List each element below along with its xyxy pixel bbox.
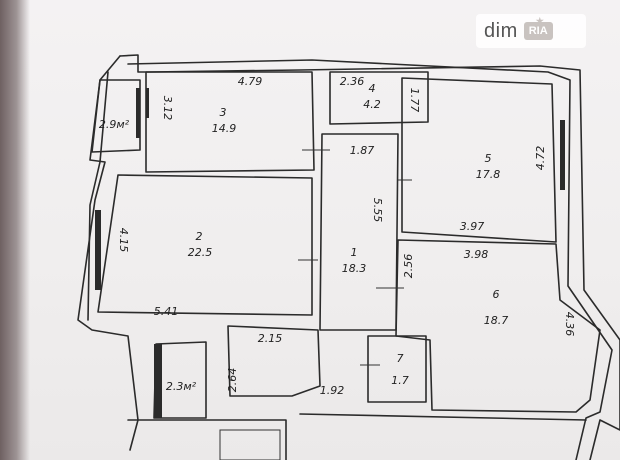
dim-2-56: 2.56 [402, 254, 415, 279]
room-1-area: 18.3 [342, 262, 367, 275]
dim-4-72: 4.72 [534, 146, 547, 171]
room-3-wall [145, 71, 315, 173]
dim-5-41: 5.41 [154, 305, 179, 318]
dim-3-12: 3.12 [161, 96, 174, 121]
room-6-number: 6 [493, 288, 500, 301]
dim-3-98: 3.98 [464, 248, 489, 261]
watermark-badge-text: RIA [528, 25, 548, 37]
outer-wall-left-inner [87, 71, 109, 321]
dimria-watermark: dim ★ RIA [476, 14, 586, 48]
dim-2-36: 2.36 [340, 75, 365, 88]
dim-1-77: 1.77 [408, 88, 421, 113]
dim-1-92: 1.92 [320, 384, 345, 397]
room-2-number: 2 [196, 230, 203, 243]
room-5-number: 5 [485, 152, 492, 165]
star-icon: ★ [535, 16, 544, 26]
room-6-area: 18.7 [484, 314, 509, 327]
room-2-wall [97, 174, 313, 316]
photo-edge-shadow [0, 0, 30, 460]
outer-wall-inner [127, 59, 613, 460]
room-6-wall [395, 239, 601, 413]
room-1-number: 1 [351, 246, 358, 259]
room-5-wall [401, 77, 557, 243]
balcony-1-area: 2.9м² [99, 118, 130, 131]
room-5-area: 17.8 [476, 168, 501, 181]
dim-4-79: 4.79 [238, 75, 263, 88]
dim-2-64: 2.64 [226, 368, 239, 393]
room-7-number: 7 [397, 352, 404, 365]
dim-3-97: 3.97 [460, 220, 485, 233]
dim-4-15: 4.15 [117, 228, 130, 253]
room-4-area: 4.2 [363, 98, 381, 111]
room-7-wall [367, 335, 427, 403]
room-7-area: 1.7 [391, 374, 409, 387]
room-4-number: 4 [369, 82, 376, 95]
hall-wall [227, 325, 321, 397]
room-2-area: 22.5 [188, 246, 213, 259]
balcony-window-hatch [136, 88, 140, 138]
room-3-number: 3 [220, 106, 227, 119]
outer-wall [119, 54, 620, 460]
watermark-badge: ★ RIA [523, 16, 553, 40]
dim-4-36: 4.36 [563, 312, 576, 337]
dim-2-15: 2.15 [258, 332, 283, 345]
balcony-top-left [91, 79, 141, 153]
room-4-wall [329, 71, 429, 125]
dim-5-55: 5.55 [371, 198, 384, 223]
dim-1-87: 1.87 [350, 144, 375, 157]
balcony-2-area: 2.3м² [166, 380, 197, 393]
room-3-area: 14.9 [212, 122, 237, 135]
watermark-text: dim [484, 19, 518, 42]
